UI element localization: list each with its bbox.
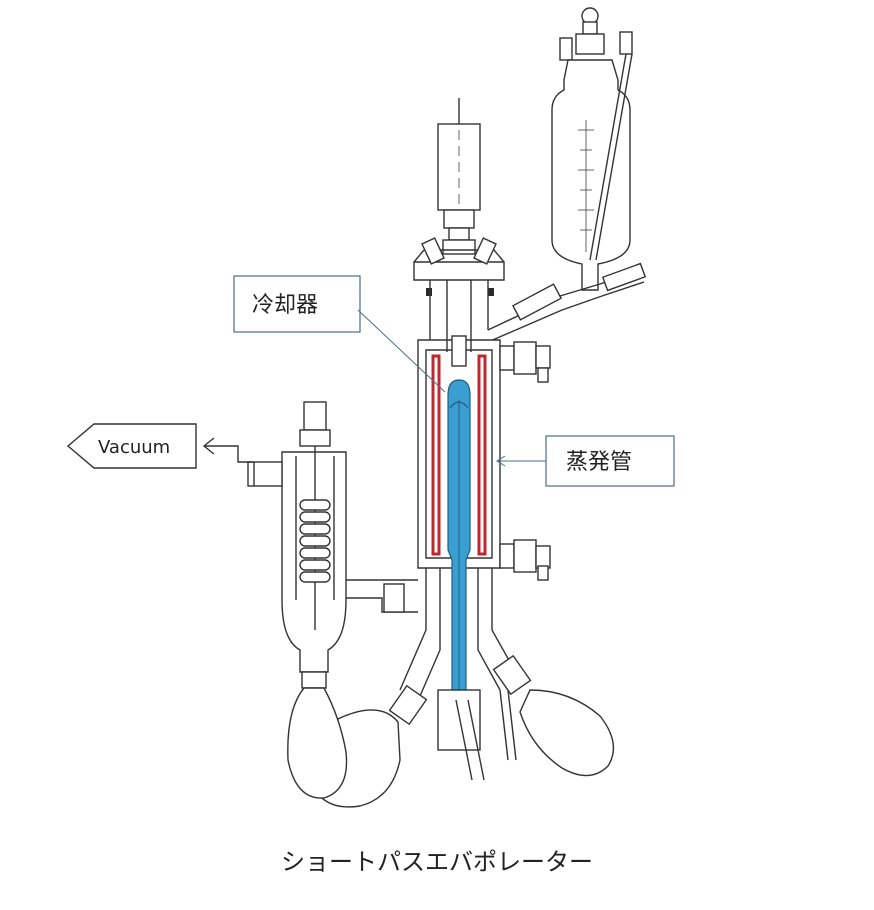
evaporator-tube-label: 蒸発管 bbox=[566, 450, 632, 475]
feed-side-arm bbox=[487, 262, 647, 343]
feed-funnel bbox=[551, 7, 633, 291]
lower-section bbox=[399, 568, 521, 781]
cooler-callout: 冷却器 bbox=[233, 275, 446, 393]
cooler-label: 冷却器 bbox=[252, 293, 318, 318]
cold-finger-coil bbox=[299, 499, 331, 583]
vacuum-connection: Vacuum bbox=[66, 423, 254, 469]
evaporator-wall-left bbox=[431, 354, 441, 556]
vacuum-label: Vacuum bbox=[98, 437, 170, 458]
cold-trap bbox=[247, 401, 348, 799]
drive-motor bbox=[437, 98, 481, 255]
jacket-connectors bbox=[499, 341, 551, 581]
vapor-connection bbox=[346, 579, 418, 613]
column-head bbox=[413, 237, 505, 340]
diagram-caption: ショートパスエバポレーター bbox=[281, 848, 593, 876]
evaporator-callout: 蒸発管 bbox=[496, 435, 675, 487]
evaporator-wall-right bbox=[477, 354, 487, 556]
cooler-core bbox=[447, 379, 471, 701]
vacuum-tag bbox=[66, 423, 197, 469]
